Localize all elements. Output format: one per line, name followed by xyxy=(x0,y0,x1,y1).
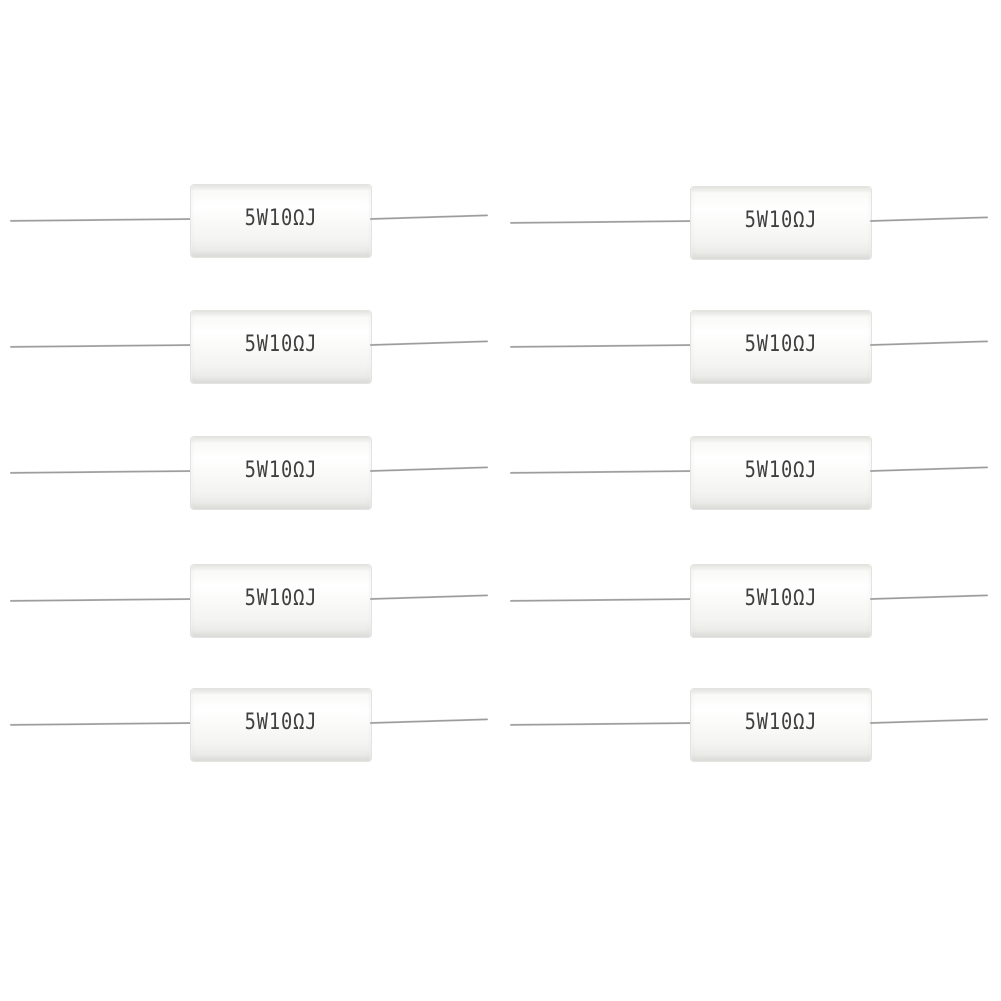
resistor-marking: 5W10ΩJ xyxy=(244,206,318,231)
resistor-body: 5W10ΩJ xyxy=(190,436,372,510)
resistor-7: 5W10ΩJ xyxy=(509,306,990,386)
left-lead xyxy=(9,598,193,602)
resistor-body: 5W10ΩJ xyxy=(690,310,872,384)
right-lead xyxy=(869,594,988,600)
resistor-body: 5W10ΩJ xyxy=(190,688,372,762)
left-lead xyxy=(9,722,193,726)
left-lead xyxy=(509,344,693,348)
right-lead xyxy=(369,340,488,346)
resistor-marking: 5W10ΩJ xyxy=(744,710,818,735)
resistor-1: 5W10ΩJ xyxy=(9,180,490,260)
resistor-marking: 5W10ΩJ xyxy=(244,458,318,483)
left-lead xyxy=(9,344,193,348)
left-lead xyxy=(509,220,693,224)
resistor-10: 5W10ΩJ xyxy=(509,684,990,764)
resistor-8: 5W10ΩJ xyxy=(509,432,990,512)
left-lead xyxy=(509,470,693,474)
resistor-marking: 5W10ΩJ xyxy=(244,710,318,735)
right-lead xyxy=(369,718,488,724)
resistor-marking: 5W10ΩJ xyxy=(244,586,318,611)
resistor-body: 5W10ΩJ xyxy=(190,184,372,258)
resistor-marking: 5W10ΩJ xyxy=(744,586,818,611)
left-lead xyxy=(9,218,193,222)
right-lead xyxy=(869,718,988,724)
left-lead xyxy=(509,722,693,726)
resistor-2: 5W10ΩJ xyxy=(9,306,490,386)
resistor-marking: 5W10ΩJ xyxy=(744,458,818,483)
left-lead xyxy=(509,598,693,602)
resistor-body: 5W10ΩJ xyxy=(690,186,872,260)
right-lead xyxy=(869,216,988,222)
resistor-marking: 5W10ΩJ xyxy=(744,208,818,233)
left-lead xyxy=(9,470,193,474)
resistor-marking: 5W10ΩJ xyxy=(744,332,818,357)
resistor-body: 5W10ΩJ xyxy=(690,564,872,638)
resistor-body: 5W10ΩJ xyxy=(190,564,372,638)
resistor-9: 5W10ΩJ xyxy=(509,560,990,640)
resistor-body: 5W10ΩJ xyxy=(690,688,872,762)
resistor-body: 5W10ΩJ xyxy=(690,436,872,510)
resistor-6: 5W10ΩJ xyxy=(509,182,990,262)
resistor-body: 5W10ΩJ xyxy=(190,310,372,384)
resistor-3: 5W10ΩJ xyxy=(9,432,490,512)
right-lead xyxy=(369,214,488,220)
resistor-marking: 5W10ΩJ xyxy=(244,332,318,357)
right-lead xyxy=(369,466,488,472)
resistor-5: 5W10ΩJ xyxy=(9,684,490,764)
right-lead xyxy=(869,466,988,472)
right-lead xyxy=(869,340,988,346)
resistor-4: 5W10ΩJ xyxy=(9,560,490,640)
right-lead xyxy=(369,594,488,600)
